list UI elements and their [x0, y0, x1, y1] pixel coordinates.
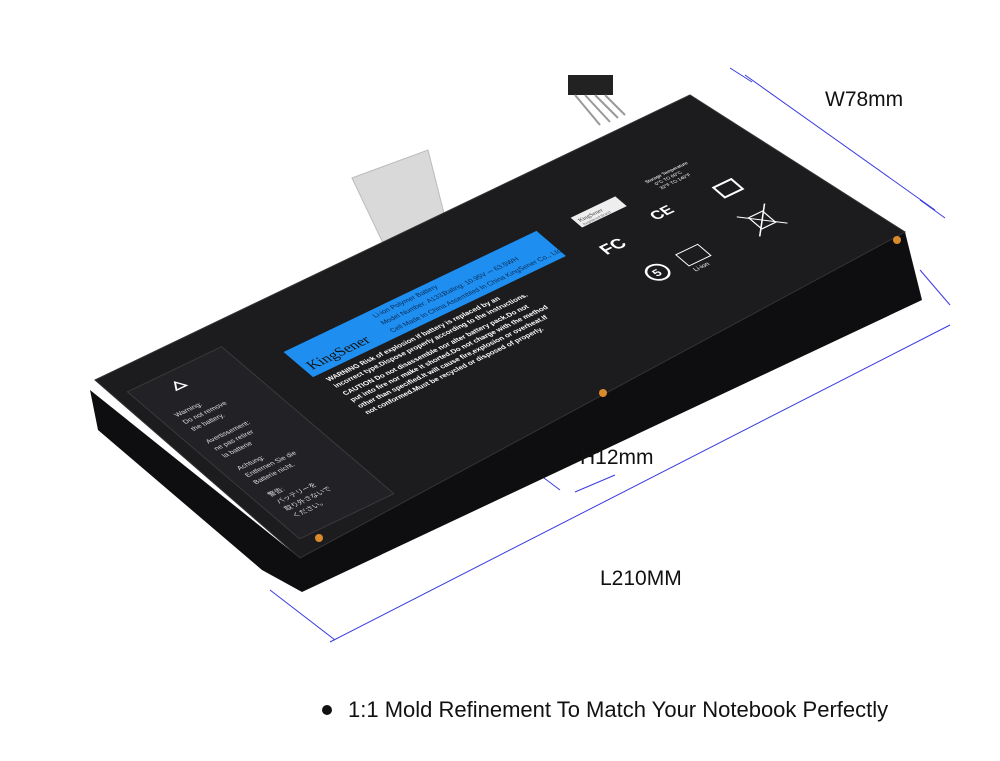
recycling-symbol-icon [711, 177, 745, 199]
small-brand-label [570, 196, 627, 228]
crossed-bin-icon [736, 203, 788, 237]
connector-cable [568, 75, 626, 126]
bullet-icon [322, 705, 332, 715]
product-label [283, 230, 566, 378]
width-dimension-label: W78mm [825, 88, 904, 111]
liion-recycle-icon [674, 243, 712, 267]
tagline: 1:1 Mold Refinement To Match Your Notebo… [322, 697, 888, 723]
height-dimension-label: H12mm [580, 446, 654, 469]
warning-panel [126, 346, 395, 540]
recycle-5-icon [644, 263, 671, 281]
warning-triangle-icon [173, 381, 189, 392]
screws [315, 236, 901, 542]
liion-label: Li-ion [692, 261, 712, 273]
tagline-text: 1:1 Mold Refinement To Match Your Notebo… [348, 697, 889, 722]
length-dimension-label: L210MM [600, 567, 682, 590]
